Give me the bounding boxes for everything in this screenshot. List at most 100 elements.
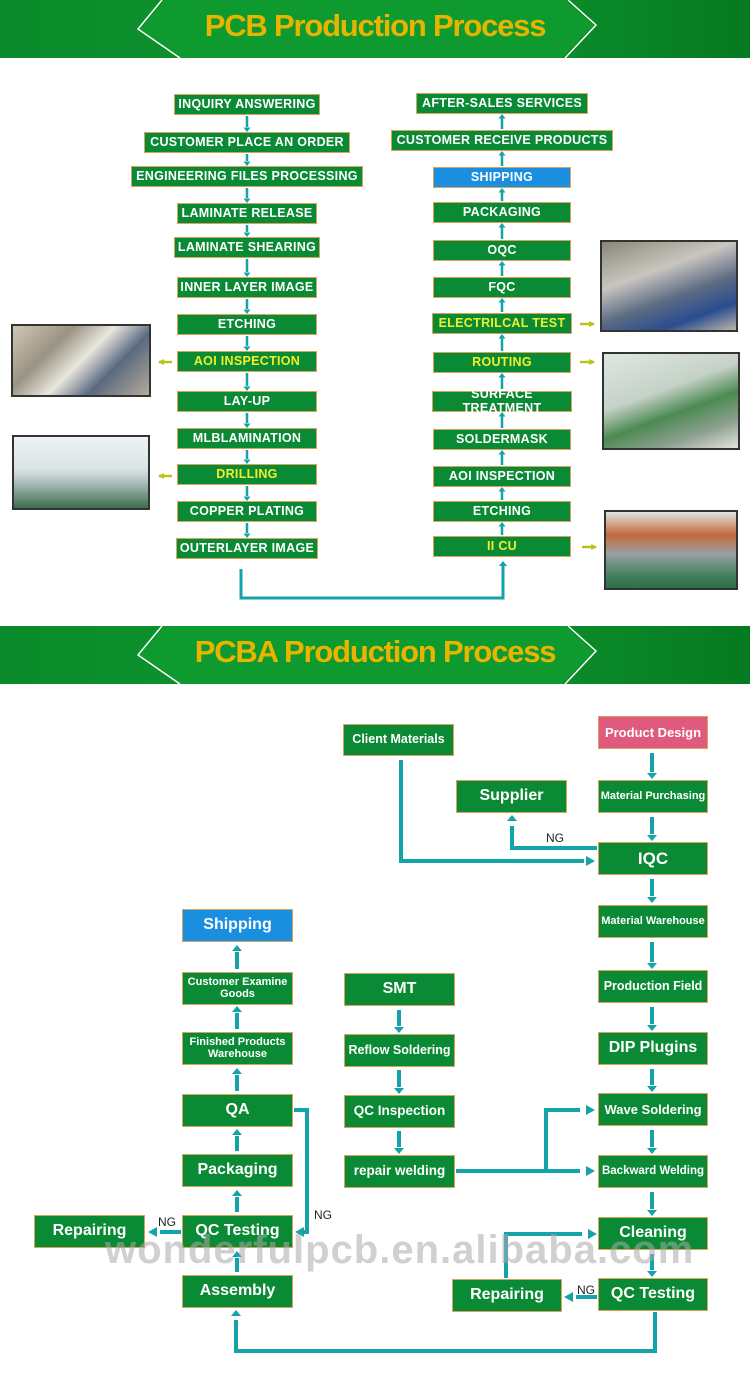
arrow-down-icon bbox=[243, 386, 251, 391]
arrow-down-icon bbox=[647, 1210, 657, 1216]
pcb-right-shipping-box: SHIPPING bbox=[433, 167, 571, 188]
arrow-up-icon bbox=[232, 1068, 242, 1074]
pcba-left-qc-testing-box: QC Testing bbox=[182, 1215, 293, 1248]
pcb-right-ii-cu-box: II CU bbox=[433, 536, 571, 557]
aoi-inspection-photo bbox=[11, 324, 151, 397]
arrow-up-icon bbox=[498, 412, 506, 417]
arrow-up-icon bbox=[498, 114, 506, 119]
client-to-iqc-connector bbox=[399, 760, 584, 863]
pcba-banner: PCBA Production Process bbox=[0, 626, 750, 684]
pcb-right-customer-receive-products-box: CUSTOMER RECEIVE PRODUCTS bbox=[391, 130, 613, 151]
arrow-down-icon bbox=[243, 423, 251, 428]
ng-label-supplier: NG bbox=[546, 831, 564, 845]
pcba-client-materials-box: Client Materials bbox=[343, 724, 454, 756]
arrow-left-icon bbox=[148, 1227, 157, 1237]
pcba-assembly-box: Assembly bbox=[182, 1275, 293, 1308]
ng-label-repairing-right: NG bbox=[577, 1283, 595, 1297]
arrow-up-icon bbox=[231, 1310, 241, 1316]
arrow-up-icon bbox=[232, 1251, 242, 1257]
pcba-customer-examine-goods-box: Customer Examine Goods bbox=[182, 972, 293, 1005]
pcba-supplier-box: Supplier bbox=[456, 780, 567, 813]
electrical-test-photo bbox=[600, 240, 738, 332]
pcb-right-aoi-inspection-box: AOI INSPECTION bbox=[433, 466, 571, 487]
pcba-cleaning-box: Cleaning bbox=[598, 1217, 708, 1250]
arrow-up-icon bbox=[498, 151, 506, 156]
arrow-up-icon bbox=[499, 561, 507, 566]
arrow-down-icon bbox=[647, 773, 657, 779]
arrow-up-icon bbox=[232, 945, 242, 951]
drilling-photo bbox=[12, 435, 150, 510]
arrow-up-icon bbox=[498, 261, 506, 266]
pcb-right-fqc-box: FQC bbox=[433, 277, 571, 298]
pcb-left-laminate-release-box: LAMINATE RELEASE bbox=[177, 203, 317, 224]
pcb-right-soldermask-box: SOLDERMASK bbox=[433, 429, 571, 450]
pcb-right-oqc-box: OQC bbox=[433, 240, 571, 261]
arrow-up-icon bbox=[498, 373, 506, 378]
pcba-backward-welding-box: Backward Welding bbox=[598, 1155, 708, 1188]
arrow-up-icon bbox=[232, 1129, 242, 1135]
arrow-up-icon bbox=[498, 223, 506, 228]
arrow-down-icon bbox=[647, 1271, 657, 1277]
arrow-down-icon bbox=[243, 161, 251, 166]
arrow-down-icon bbox=[243, 459, 251, 464]
arrow-up-icon bbox=[498, 298, 506, 303]
arrow-down-icon bbox=[394, 1088, 404, 1094]
arrow-up-icon bbox=[498, 522, 506, 527]
banner-hexagon-outline bbox=[136, 626, 598, 684]
pcba-shipping-box: Shipping bbox=[182, 909, 293, 942]
watermark: wonderfulpcb.en.alibaba.com bbox=[105, 1228, 695, 1272]
pcba-right-repairing-box: Repairing bbox=[452, 1279, 562, 1312]
arrow-down-icon bbox=[647, 963, 657, 969]
arrow-down-icon bbox=[647, 1086, 657, 1092]
pcb-left-aoi-inspection-box: AOI INSPECTION bbox=[177, 351, 317, 372]
outerlayer-to-iicu-connector bbox=[239, 566, 505, 600]
arrow-down-icon bbox=[394, 1148, 404, 1154]
arrow-up-icon bbox=[498, 334, 506, 339]
qctesting-to-assembly-connector bbox=[234, 1312, 657, 1353]
pcba-product-design-box: Product Design bbox=[598, 716, 708, 749]
pcb-left-copper-plating-box: COPPER PLATING bbox=[177, 501, 317, 522]
pcba-left-repairing-box: Repairing bbox=[34, 1215, 145, 1248]
arrow-right-icon bbox=[589, 321, 595, 327]
arrow-left-icon bbox=[158, 359, 164, 365]
pcb-left-customer-place-an-order-box: CUSTOMER PLACE AN ORDER bbox=[144, 132, 350, 153]
ng-label-repairing-left: NG bbox=[158, 1215, 176, 1229]
arrow-down-icon bbox=[243, 533, 251, 538]
arrow-up-icon bbox=[498, 487, 506, 492]
pcba-iqc-box: IQC bbox=[598, 842, 708, 875]
pcba-material-warehouse-box: Material Warehouse bbox=[598, 905, 708, 938]
arrow-right-icon bbox=[589, 359, 595, 365]
arrow-up-icon bbox=[232, 1190, 242, 1196]
pcb-left-etching-box: ETCHING bbox=[177, 314, 317, 335]
arrow-left-icon bbox=[295, 1227, 304, 1237]
pcb-banner: PCB Production Process bbox=[0, 0, 750, 58]
pcb-right-electrilcal-test-box: ELECTRILCAL TEST bbox=[432, 313, 572, 334]
repair-to-wave-connector bbox=[456, 1108, 580, 1173]
pcba-dip-plugins-box: DIP Plugins bbox=[598, 1032, 708, 1065]
arrow-down-icon bbox=[394, 1027, 404, 1033]
pcb-left-engineering-files-processing-box: ENGINEERING FILES PROCESSING bbox=[131, 166, 363, 187]
pcb-connectors bbox=[158, 114, 597, 600]
pcb-right-routing-box: ROUTING bbox=[433, 352, 571, 373]
arrow-up-icon bbox=[507, 815, 517, 821]
pcb-left-lay-up-box: LAY-UP bbox=[177, 391, 317, 412]
pcb-left-laminate-shearing-box: LAMINATE SHEARING bbox=[174, 237, 320, 258]
pcba-repair-welding-box: repair welding bbox=[344, 1155, 455, 1188]
pcb-left-outerlayer-image-box: OUTERLAYER IMAGE bbox=[176, 538, 318, 559]
pcb-right-surface-treatment-box: SURFACE TREATMENT bbox=[432, 388, 572, 414]
arrow-right-icon bbox=[586, 1105, 595, 1115]
pcba-finished-products-warehouse-box: Finished Products Warehouse bbox=[182, 1032, 293, 1065]
pcba-material-purchasing-box: Material Purchasing bbox=[598, 780, 708, 813]
arrow-down-icon bbox=[647, 897, 657, 903]
pcb-left-drilling-box: DRILLING bbox=[177, 464, 317, 485]
arrow-up-icon bbox=[498, 188, 506, 193]
arrow-down-icon bbox=[243, 127, 251, 132]
arrow-right-icon bbox=[588, 1229, 597, 1239]
pcb-right-after-sales-services-box: AFTER-SALES SERVICES bbox=[416, 93, 588, 114]
arrow-right-icon bbox=[586, 1166, 595, 1176]
pcb-title: PCB Production Process bbox=[204, 8, 547, 43]
pcb-left-inquiry-answering-box: INQUIRY ANSWERING bbox=[174, 94, 320, 115]
arrow-right-icon bbox=[591, 544, 597, 550]
arrow-up-icon bbox=[232, 1006, 242, 1012]
